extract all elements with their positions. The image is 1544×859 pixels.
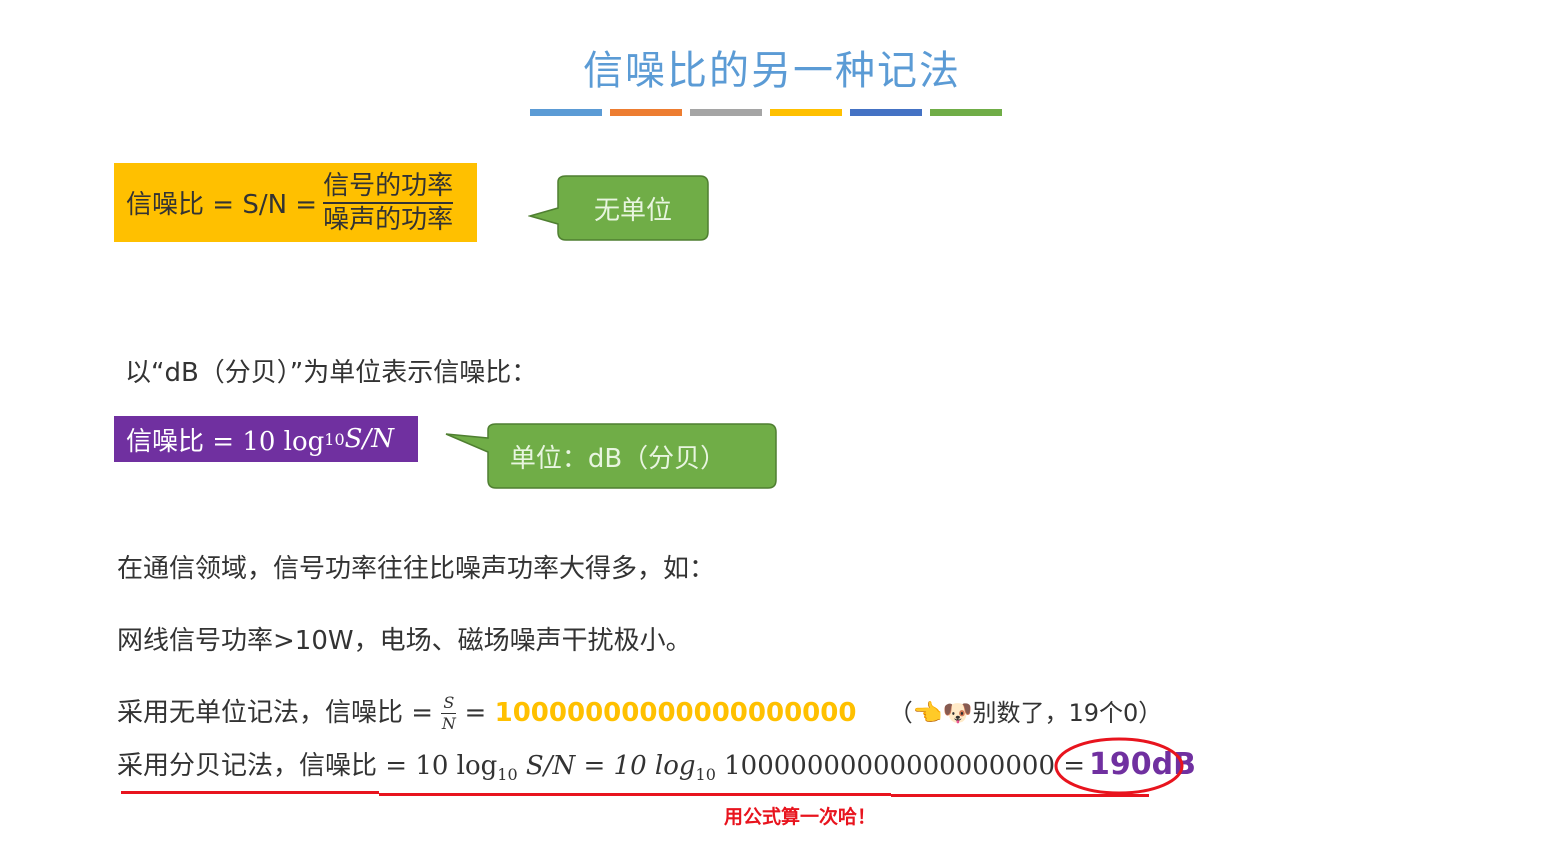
red-underline: [379, 793, 891, 796]
db-intro-text: 以“dB（分贝）”为单位表示信噪比：: [125, 358, 538, 388]
slide-title: 信噪比的另一种记法: [583, 48, 961, 94]
denominator: 噪声的功率: [323, 204, 454, 235]
callout-no-unit: 无单位: [593, 195, 672, 226]
red-circle-annotation: [1054, 737, 1184, 795]
log-base: 10: [324, 429, 345, 449]
title-color-bar: [850, 109, 922, 116]
fraction: 信号的功率 噪声的功率: [323, 170, 454, 236]
title-color-bar: [930, 109, 1002, 116]
formula-prefix: 信噪比 = 10 log: [126, 426, 325, 457]
line4-prefix: 采用分贝记法，信噪比 = 10 log: [117, 751, 498, 781]
log-base-1: 10: [497, 765, 518, 785]
frac-den: N: [441, 714, 456, 733]
line4-mid: S/N = 10 log: [517, 751, 696, 781]
equals: =: [456, 698, 495, 728]
red-underline: [121, 791, 379, 794]
callout-unit-db: 单位：dB（分贝）: [509, 443, 727, 474]
text-line-4: 采用分贝记法，信噪比 = 10 log10 S/N = 10 log10 100…: [117, 745, 1196, 784]
title-color-bar: [690, 109, 762, 116]
callout-bubble-shape-2: [445, 423, 777, 489]
red-underline: [891, 794, 1149, 797]
handwritten-note: 用公式算一次哈！: [724, 806, 877, 828]
title-color-bar: [770, 109, 842, 116]
aside-comment: （👈🐶别数了，19个0）: [888, 699, 1163, 727]
callout-bubble-shape: [528, 175, 709, 241]
frac-num: S: [441, 693, 457, 714]
title-color-bar: [530, 109, 602, 116]
line3-prefix: 采用无单位记法，信噪比 =: [117, 698, 434, 728]
numerator: 信号的功率: [323, 170, 454, 204]
formula-lhs: 信噪比 = S/N =: [126, 190, 318, 220]
text-line-1: 在通信领域，信号功率往往比噪声功率大得多，如：: [117, 554, 716, 584]
line4-value: 10000000000000000000 =: [715, 751, 1086, 781]
title-color-bar: [610, 109, 682, 116]
formula-suffix: S/N: [344, 424, 394, 454]
text-line-2: 网线信号功率>10W，电场、磁场噪声干扰极小。: [117, 626, 692, 656]
ratio-value: 10000000000000000000: [494, 698, 857, 728]
snr-ratio-formula: 信噪比 = S/N = 信号的功率 噪声的功率: [114, 163, 477, 242]
log-base-2: 10: [695, 765, 716, 785]
